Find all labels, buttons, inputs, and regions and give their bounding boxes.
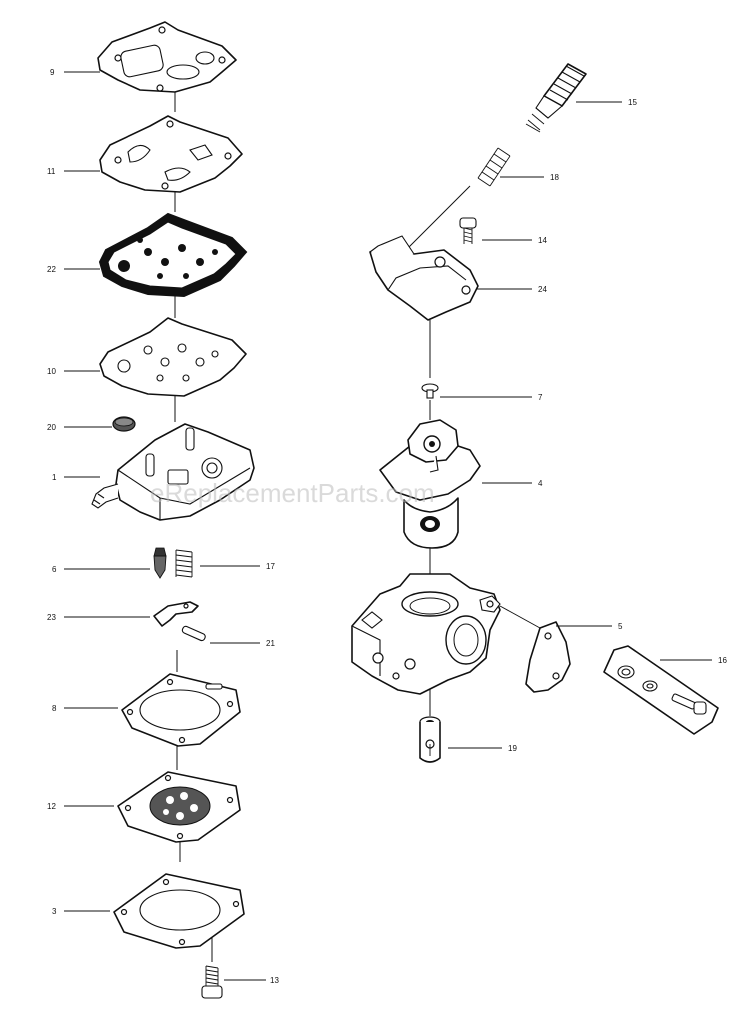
label-part-7: 7 [538,393,543,402]
gasket-part-8 [121,673,241,747]
label-part-13: 13 [270,976,279,985]
spring-part-18 [477,147,511,187]
diaphragm-part-12 [117,771,241,843]
label-part-11: 11 [47,167,56,176]
barrel-part-4 [379,419,481,549]
carb-body-part-4-base [351,573,501,695]
label-part-9: 9 [50,68,55,77]
label-part-18: 18 [550,173,559,182]
spring-part-17 [175,549,193,578]
fitting-part-19 [419,716,441,763]
label-part-1: 1 [52,473,57,482]
label-part-12: 12 [47,802,56,811]
gasket-part-9 [97,21,237,93]
leader-lines [64,71,712,981]
body-part-1 [91,423,255,521]
plate-part-5 [525,621,571,693]
screw-part-13 [201,965,223,999]
gasket-part-10 [99,317,247,397]
label-part-24: 24 [538,285,547,294]
label-part-22: 22 [47,265,56,274]
label-part-4: 4 [538,479,543,488]
screw-part-14 [459,217,477,244]
label-part-16: 16 [718,656,727,665]
knob-part-15 [525,63,587,133]
label-part-19: 19 [508,744,517,753]
right-assembly-axis [405,185,471,716]
label-part-21: 21 [266,639,275,648]
kit-part-16 [603,645,719,735]
cap-part-20 [112,416,136,432]
label-part-20: 20 [47,423,56,432]
label-part-23: 23 [47,613,56,622]
gasket-part-11 [99,115,243,193]
watermark-text: eReplacementParts.com [150,478,435,508]
label-part-5: 5 [618,622,623,631]
label-part-3: 3 [52,907,57,916]
part-labels: 9 11 22 10 20 1 6 17 23 21 8 12 3 13 15 … [47,68,727,985]
pin-part-21 [181,625,206,642]
label-part-15: 15 [628,98,637,107]
gasket-part-3 [113,873,245,949]
screw-part-7 [421,383,439,399]
bracket-part-24 [369,235,479,321]
label-part-6: 6 [52,565,57,574]
lever-part-23 [153,601,199,627]
label-part-14: 14 [538,236,547,245]
needle-part-6 [153,547,167,579]
gasket-part-22 [98,212,248,298]
label-part-17: 17 [266,562,275,571]
label-part-10: 10 [47,367,56,376]
label-part-8: 8 [52,704,57,713]
